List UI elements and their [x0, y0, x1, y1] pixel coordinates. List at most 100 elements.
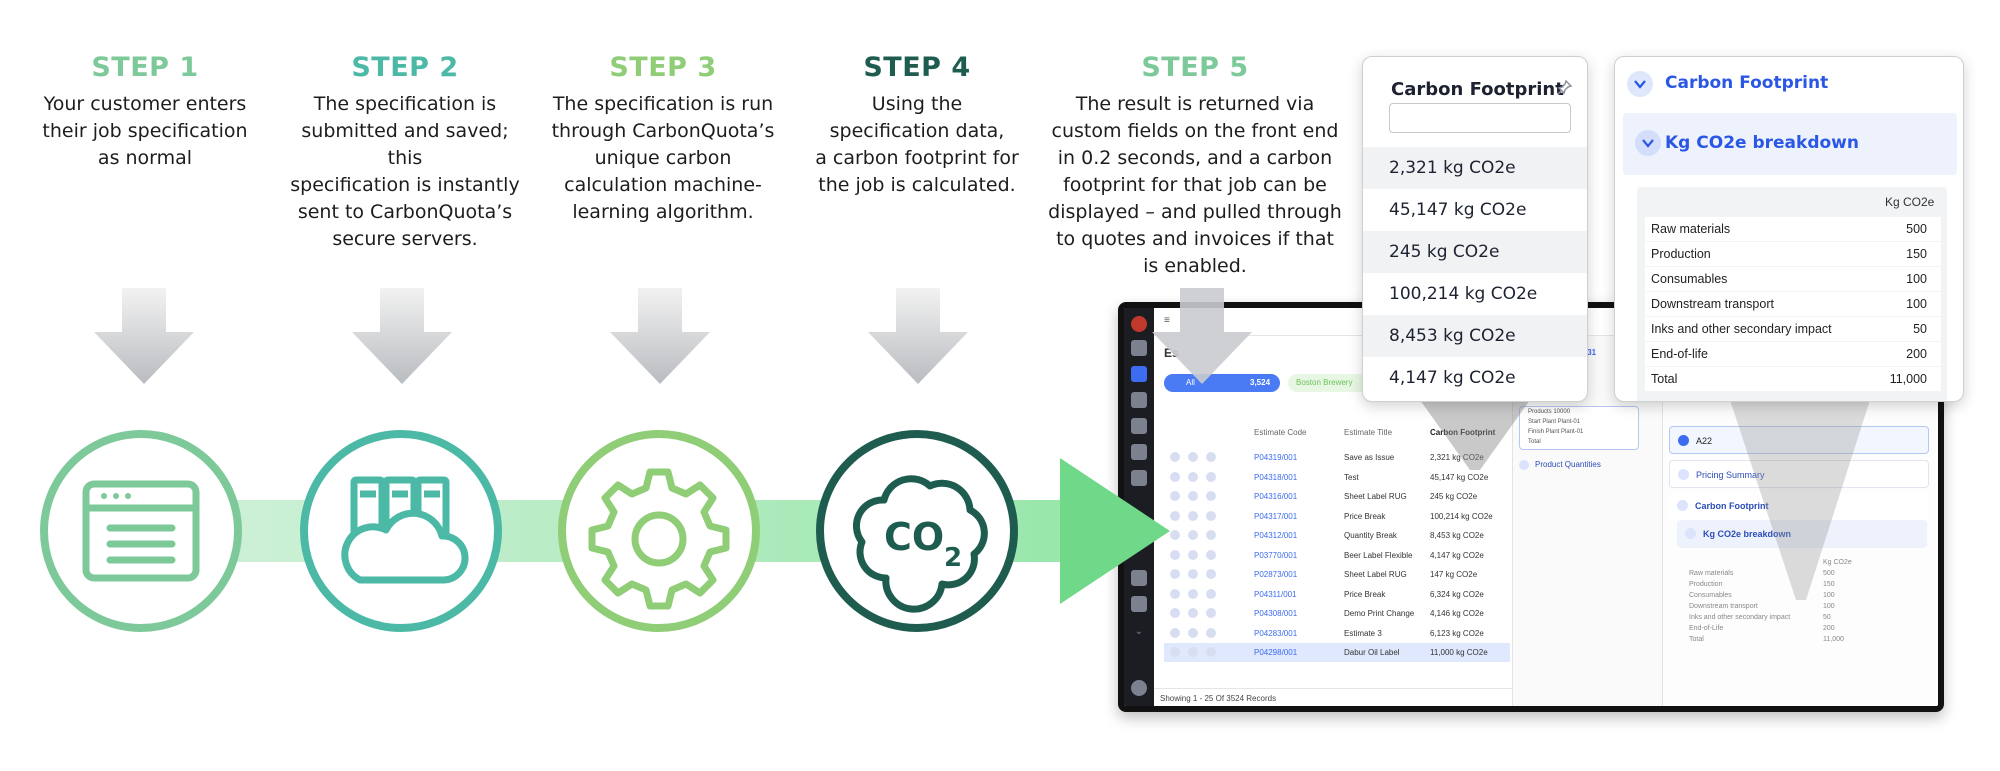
section-carbon-footprint[interactable]: Carbon Footprint [1669, 492, 1929, 520]
row-action-icon[interactable] [1188, 530, 1198, 540]
home-icon[interactable] [1131, 340, 1147, 356]
row-action-icon[interactable] [1206, 569, 1216, 579]
filter-all[interactable]: All 3,524 [1164, 374, 1280, 392]
factory-icon[interactable] [1131, 570, 1147, 586]
row-action-icon[interactable] [1170, 647, 1180, 657]
flow-arrow-icon [1060, 458, 1170, 604]
filter-customer[interactable]: Boston Brewery [1288, 374, 1368, 392]
document-icon[interactable] [1131, 418, 1147, 434]
pin-icon[interactable] [1557, 79, 1573, 95]
estimate-code[interactable]: P04319/001 [1254, 453, 1298, 462]
estimate-code[interactable]: P04316/001 [1254, 492, 1298, 501]
menu-icon[interactable]: ≡ [1164, 315, 1170, 326]
estimate-code[interactable]: P04298/001 [1254, 648, 1298, 657]
breakdown-name: End-of-life [1651, 347, 1708, 361]
row-action-icon[interactable] [1170, 588, 1180, 599]
breakdown-value: 11,000 [1889, 372, 1927, 386]
section-label: Kg CO2e breakdown [1703, 529, 1792, 539]
breakdown-name: Total [1651, 372, 1678, 386]
breakdown-value: 100 [1823, 603, 1835, 610]
estimate-code[interactable]: P04317/001 [1254, 511, 1298, 521]
breakdown-section-header[interactable]: Kg CO2e breakdown [1623, 113, 1957, 175]
row-action-icon[interactable] [1170, 627, 1180, 638]
column-header[interactable]: Estimate Title [1344, 428, 1393, 437]
column-header[interactable]: Carbon Footprint [1430, 428, 1496, 437]
row-action-icon[interactable] [1206, 627, 1216, 638]
filter-input[interactable] [1389, 103, 1571, 133]
row-action-icon[interactable] [1206, 471, 1216, 482]
breakdown-name: Downstream transport [1651, 297, 1774, 311]
hierarchy-icon[interactable] [1131, 392, 1147, 408]
row-action-icon[interactable] [1170, 452, 1180, 462]
clipboard-icon[interactable] [1131, 444, 1147, 460]
carbon-footprint: 6,123 kg CO2e [1430, 628, 1484, 638]
filter-all-count: 3,524 [1250, 378, 1271, 387]
product-quantities-row[interactable]: Product Quantities [1519, 460, 1601, 470]
down-arrow-icon [94, 288, 194, 384]
row-action-icon[interactable] [1206, 608, 1216, 618]
row-action-icon[interactable] [1188, 491, 1198, 501]
row-action-icon[interactable] [1188, 608, 1198, 618]
chevron-down-icon[interactable] [1627, 71, 1653, 97]
section-pricing-summary[interactable]: Pricing Summary [1669, 460, 1929, 488]
estimate-code[interactable]: P04308/001 [1254, 609, 1298, 618]
row-action-icon[interactable] [1206, 452, 1216, 462]
grid-icon[interactable] [1131, 470, 1147, 486]
row-action-icon[interactable] [1170, 471, 1180, 482]
settings-icon[interactable] [1131, 680, 1147, 696]
row-action-icon[interactable] [1170, 530, 1180, 540]
row-action-icon[interactable] [1170, 491, 1180, 501]
estimate-code[interactable]: P04283/001 [1254, 628, 1298, 638]
row-action-icon[interactable] [1188, 647, 1198, 657]
row-action-icon[interactable] [1170, 608, 1180, 618]
carbon-footprint: 4,146 kg CO2e [1430, 609, 1484, 618]
section-a22[interactable]: A22 [1669, 426, 1929, 454]
column-header[interactable]: Estimate Code [1254, 428, 1307, 437]
estimates-icon[interactable] [1131, 366, 1147, 382]
section-breakdown[interactable]: Kg CO2e breakdown [1677, 520, 1927, 548]
carbon-footprint: 8,453 kg CO2e [1430, 531, 1484, 540]
estimate-code[interactable]: P04311/001 [1254, 589, 1297, 599]
row-action-icon[interactable] [1188, 471, 1198, 482]
estimate-code[interactable]: P02873/001 [1254, 570, 1298, 579]
row-action-icon[interactable] [1188, 627, 1198, 638]
carbon-footprint-column-popup: Carbon Footprint 2,321 kg CO2e 45,147 kg… [1362, 56, 1588, 402]
row-action-icon[interactable] [1206, 510, 1216, 521]
truck-icon[interactable] [1131, 596, 1147, 612]
row-action-icon[interactable] [1170, 510, 1180, 521]
chevron-down-icon[interactable] [1635, 130, 1661, 156]
row-action-icon[interactable] [1206, 530, 1216, 540]
row-action-icon[interactable] [1206, 491, 1216, 501]
row-action-icon[interactable] [1188, 588, 1198, 599]
row-action-icon[interactable] [1206, 588, 1216, 599]
row-action-icon[interactable] [1206, 549, 1216, 560]
row-action-icon[interactable] [1170, 569, 1180, 579]
chevron-down-icon[interactable]: ⌄ [1134, 626, 1144, 637]
breakdown-value: 50 [1913, 322, 1927, 336]
row-action-icon[interactable] [1188, 510, 1198, 521]
row-action-icon[interactable] [1188, 569, 1198, 579]
estimate-code[interactable]: P03770/001 [1254, 550, 1298, 560]
row-action-icon[interactable] [1188, 452, 1198, 462]
estimate-code[interactable]: P04312/001 [1254, 531, 1298, 540]
row-action-icon[interactable] [1170, 549, 1180, 560]
estimate-code[interactable]: P04318/001 [1254, 472, 1298, 482]
row-action-icon[interactable] [1188, 549, 1198, 560]
carbon-footprint-section[interactable]: Carbon Footprint [1615, 57, 1963, 113]
row-action-icon[interactable] [1206, 647, 1216, 657]
